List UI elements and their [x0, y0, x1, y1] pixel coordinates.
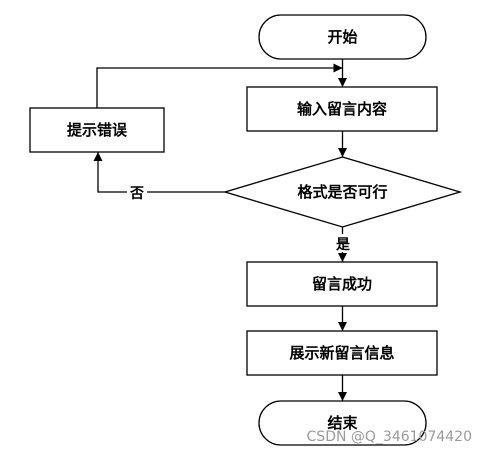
arrow-check-to-error — [93, 152, 225, 193]
no-label: 否 — [129, 186, 144, 202]
end-node: 结束 — [258, 400, 427, 446]
start-node: 开始 — [258, 14, 427, 60]
error-node-label: 提示错误 — [67, 121, 128, 139]
input-node: 输入留言内容 — [246, 86, 438, 132]
success-node: 留言成功 — [246, 261, 438, 307]
show-node: 展示新留言信息 — [246, 330, 438, 376]
check-node-label: 格式是否可行 — [297, 183, 387, 201]
arrow-error-to-input — [96, 63, 343, 108]
yes-label-bg — [332, 234, 354, 252]
success-node-label: 留言成功 — [312, 275, 372, 293]
no-label-bg — [127, 182, 147, 202]
check-node: 格式是否可行 — [222, 156, 463, 228]
yes-label: 是 — [336, 237, 351, 253]
show-node-label: 展示新留言信息 — [289, 344, 394, 362]
input-node-label: 输入留言内容 — [297, 100, 387, 118]
end-node-label: 结束 — [327, 414, 358, 432]
watermark: CSDN @Q_3461074420 — [307, 429, 472, 445]
error-node: 提示错误 — [29, 107, 165, 153]
start-node-label: 开始 — [327, 28, 357, 46]
